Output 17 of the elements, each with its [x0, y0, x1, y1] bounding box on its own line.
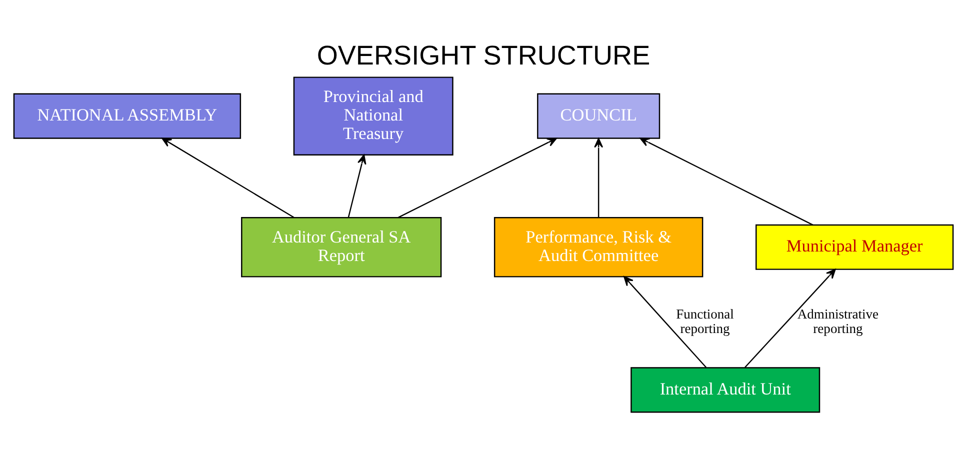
arrow	[348, 154, 366, 218]
diagram-title: OVERSIGHT STRUCTURE	[316, 39, 650, 70]
arrow	[744, 268, 836, 368]
arrow	[640, 137, 814, 226]
node-box: NATIONAL ASSEMBLY	[13, 92, 242, 138]
arrow	[162, 137, 294, 218]
node-box: Performance, Risk & Audit Committee	[494, 216, 704, 277]
edge-label: Functional reporting	[676, 306, 734, 336]
arrow	[594, 137, 604, 217]
node-box: Municipal Manager	[756, 224, 954, 270]
node-box: Auditor General SA Report	[241, 216, 442, 277]
edge-label: Administrative reporting	[797, 306, 879, 336]
arrow	[624, 276, 707, 368]
node-box: Provincial and National Treasury	[293, 76, 454, 155]
node-box: Internal Audit Unit	[630, 366, 820, 412]
node-box: COUNCIL	[537, 92, 660, 138]
arrow	[398, 137, 557, 218]
